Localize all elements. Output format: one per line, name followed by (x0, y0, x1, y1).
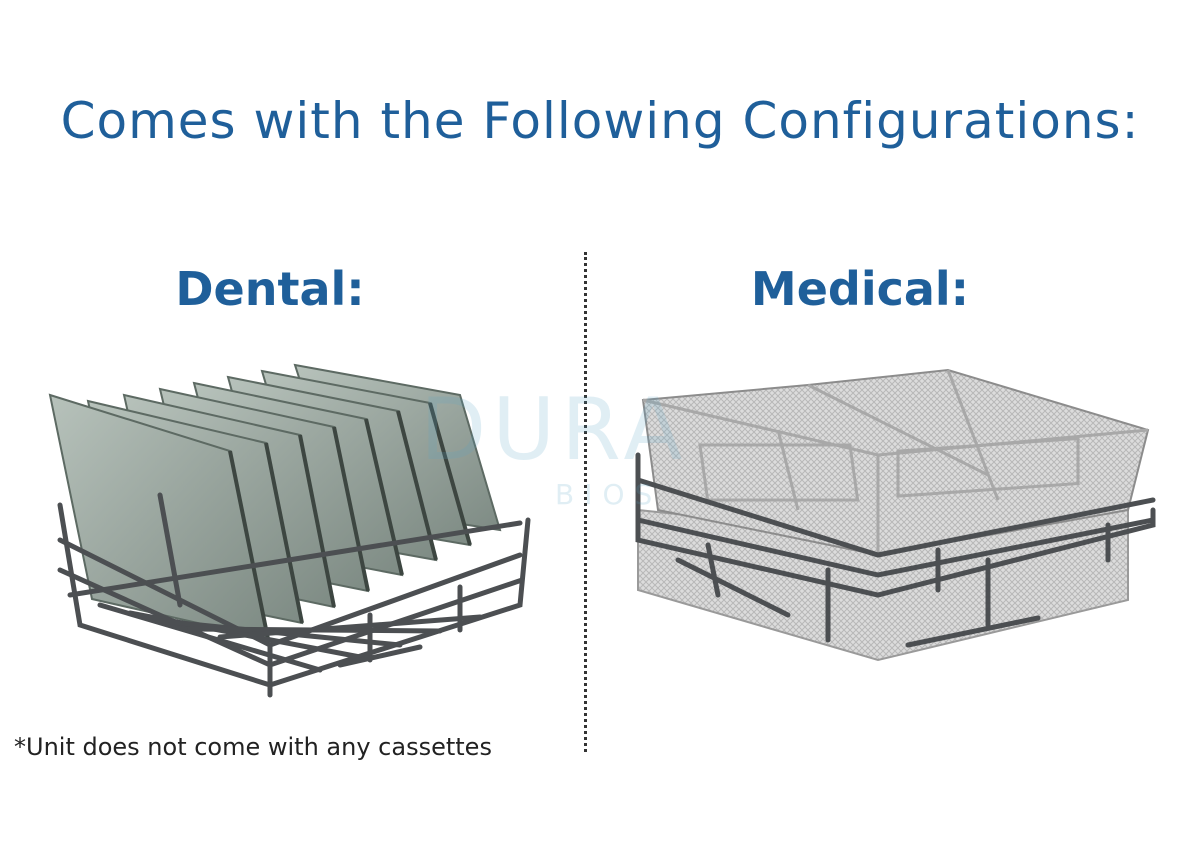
dental-footnote: *Unit does not come with any cassettes (14, 733, 492, 761)
dental-cassette-rack-icon (48, 363, 531, 698)
dotted-divider (584, 252, 587, 752)
page-title: Comes with the Following Configurations: (60, 92, 1140, 150)
medical-heading: Medical: (750, 262, 970, 316)
medical-basket-rack-icon (635, 368, 1156, 662)
dental-heading: Dental: (175, 262, 365, 316)
